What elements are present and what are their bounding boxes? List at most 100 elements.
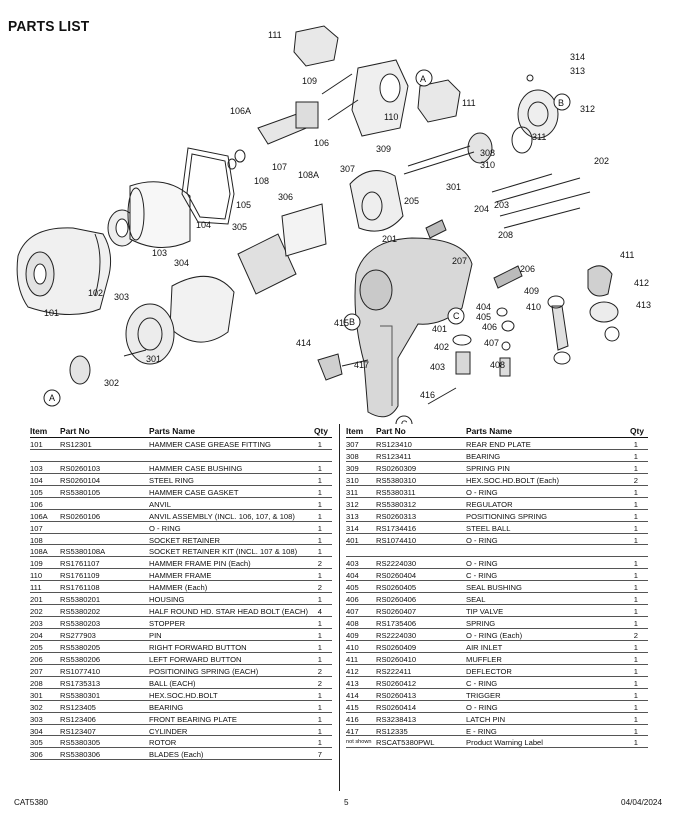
part-no-cell: RS12301 — [60, 440, 92, 449]
item-cell: 204 — [30, 631, 43, 640]
item-cell: 412 — [346, 666, 359, 676]
parts-name-cell: CYLINDER — [149, 726, 188, 736]
header-part-no: Part No — [60, 426, 90, 436]
callout-label: 208 — [498, 230, 513, 240]
column-divider — [339, 424, 340, 791]
qty-cell: 1 — [633, 607, 638, 617]
part-no-cell: RS1734416 — [376, 523, 417, 533]
item-cell: 105 — [30, 487, 43, 497]
item-cell: 106A — [30, 511, 48, 521]
callout-label: 102 — [88, 288, 103, 298]
parts-name-cell: E - RING — [466, 726, 497, 736]
qty-cell: 1 — [633, 499, 638, 509]
qty-cell: 1 — [317, 523, 322, 533]
item-cell: 417 — [346, 726, 359, 736]
callout-label: 103 — [152, 248, 167, 258]
parts-name-cell: PIN — [149, 631, 162, 640]
housing-drawing — [354, 237, 473, 418]
page-title: PARTS LIST — [8, 18, 90, 35]
item-cell: 303 — [30, 714, 43, 724]
item-cell: 302 — [30, 702, 43, 712]
parts-name-cell: O - RING — [466, 535, 498, 545]
item-cell: 107 — [30, 523, 43, 533]
callout-label: 106A — [230, 106, 251, 116]
qty-cell: 1 — [633, 451, 638, 461]
callout-label: 202 — [594, 156, 609, 166]
callout-label: 308 — [480, 148, 495, 158]
callout-label: 411 — [620, 250, 634, 260]
parts-name-cell: SEAL — [466, 595, 486, 605]
part-no-cell: RS1074410 — [376, 535, 417, 545]
parts-name-cell: POSITIONING SPRING — [466, 511, 548, 521]
qty-cell: 1 — [633, 463, 638, 473]
item-cell: 207 — [30, 666, 43, 676]
item-cell: 106 — [30, 499, 43, 509]
part-no-cell: RS5380312 — [376, 499, 417, 509]
item-cell: 415 — [346, 702, 359, 712]
qty-cell: 1 — [633, 511, 638, 521]
item-cell: 310 — [346, 475, 359, 485]
qty-cell: 7 — [317, 750, 322, 760]
callout-label: C — [453, 311, 460, 321]
qty-cell: 1 — [633, 666, 638, 676]
callout-label: 403 — [430, 362, 445, 372]
parts-name-cell: BEARING — [466, 451, 501, 461]
item-cell: 108 — [30, 535, 43, 545]
callout-label: 203 — [494, 200, 509, 210]
parts-name-cell: AIR INLET — [466, 642, 503, 652]
callout-label: A — [420, 74, 426, 84]
table-row — [30, 450, 332, 462]
callout-label: 404 — [476, 302, 491, 312]
callout-label: 106 — [314, 138, 329, 148]
parts-name-cell: ANVIL ASSEMBLY (INCL. 106, 107, & 108) — [149, 511, 295, 521]
parts-name-cell: HEX.SOC.HD.BOLT (Each) — [466, 475, 559, 485]
item-cell: 314 — [346, 523, 359, 533]
callout-label: C — [401, 419, 408, 424]
qty-cell: 1 — [317, 511, 322, 521]
part-no-cell: RS5380203 — [60, 619, 101, 629]
item-cell: 413 — [346, 678, 359, 688]
item-cell: 410 — [346, 642, 359, 652]
part-no-cell: RS0260412 — [376, 678, 417, 688]
callout-label: 414 — [296, 338, 311, 348]
header-parts-name: Parts Name — [149, 426, 196, 436]
item-cell: not shown — [346, 739, 372, 746]
callout-label: 313 — [570, 66, 585, 76]
part-no-cell: RS5380108A — [60, 547, 106, 557]
part-no-cell: RS1735313 — [60, 678, 101, 688]
item-cell: 104 — [30, 475, 43, 485]
callout-label: 312 — [580, 104, 595, 114]
qty-cell: 1 — [633, 726, 638, 736]
qty-cell: 1 — [317, 738, 322, 748]
item-cell: 411 — [346, 654, 359, 664]
part-no-cell: RS277903 — [60, 631, 96, 640]
callout-label: 303 — [114, 292, 129, 302]
item-cell: 305 — [30, 738, 43, 748]
parts-name-cell: RIGHT FORWARD BUTTON — [149, 642, 247, 652]
qty-cell: 1 — [317, 440, 322, 449]
callout-label: 304 — [174, 258, 189, 268]
parts-name-cell: SPRING — [466, 619, 496, 629]
callout-label: 207 — [452, 256, 467, 266]
part-no-cell: RS123411 — [376, 451, 412, 461]
